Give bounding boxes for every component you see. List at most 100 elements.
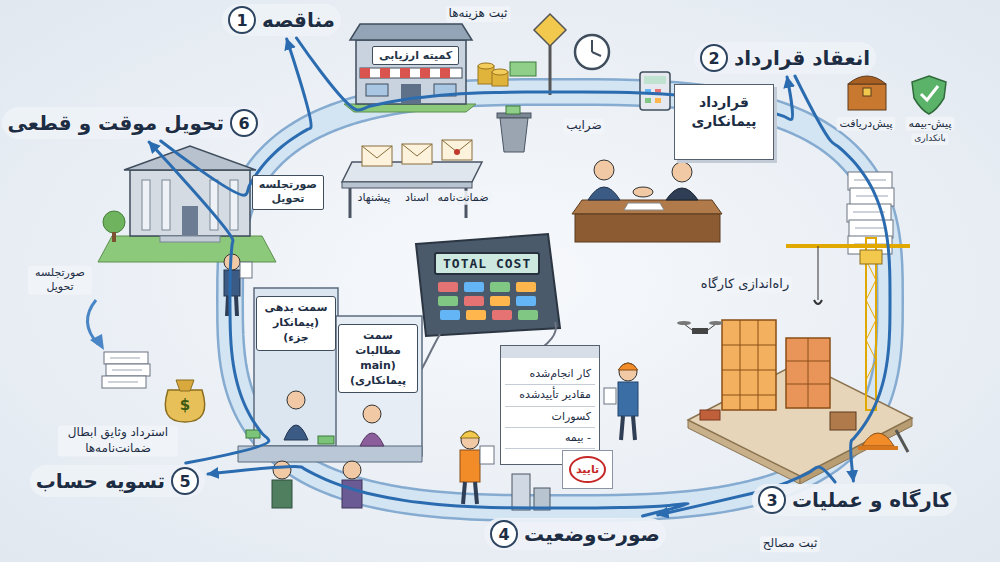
statement-area-part	[480, 446, 494, 464]
delivery-building-part	[162, 180, 170, 230]
flow-arrow	[208, 467, 688, 516]
sheet-row: کار انجام‌شده	[505, 364, 595, 385]
annotation: استرداد وثایق ابطال ضمانت‌نامه‌ها	[58, 425, 178, 456]
closing-items-part	[165, 390, 204, 422]
cost-icons-part	[492, 69, 508, 75]
delivery-building-part	[160, 236, 220, 242]
settlement-counter-part	[287, 391, 305, 409]
sheet-row: - بیمه	[505, 428, 595, 449]
closing-items-part	[110, 358, 140, 359]
construction-site-part	[814, 300, 822, 304]
contract-scene-part	[921, 86, 938, 100]
delivery-building-part	[98, 236, 276, 262]
counter-panel: سمت بدهی (پیمانکار جزء)	[256, 296, 336, 351]
calculator-display: TOTAL COST	[434, 252, 540, 275]
contract-scene-part	[624, 203, 664, 210]
annotation: راه‌اندازی کارگاه	[698, 276, 792, 293]
delivery-building-part	[130, 170, 250, 236]
label-slot: صورتجلسه تحویل	[28, 266, 92, 295]
contract-scene-part	[572, 200, 722, 214]
contract-scene-part	[666, 188, 698, 200]
statement-area-part	[633, 416, 635, 440]
statement-area-part	[621, 416, 623, 440]
bid-table-part	[349, 188, 352, 218]
contract-scene	[572, 76, 946, 254]
delivery-building-part	[236, 296, 237, 316]
contract-scene-part	[855, 228, 887, 229]
bid-table	[342, 140, 482, 218]
construction-site-part	[896, 430, 908, 452]
closing-items-part	[112, 370, 142, 371]
contract-scene-part	[848, 84, 886, 110]
construction-site	[677, 238, 912, 484]
statement-area-part	[512, 474, 530, 510]
construction-site-part	[862, 433, 894, 446]
annotation: بانکداری	[911, 133, 948, 145]
step-title: تحویل موقت و قطعی	[8, 111, 224, 135]
delivery-building	[98, 146, 276, 316]
contract-scene-part	[633, 187, 653, 197]
sign-text: کمیته ارزیابی	[379, 49, 452, 62]
step-number: 4	[490, 520, 518, 548]
construction-site-part	[700, 410, 720, 420]
statement-area-part	[461, 431, 479, 449]
delivery-building-part	[224, 270, 240, 296]
statement-area-part	[460, 431, 480, 438]
closing-items-part	[90, 334, 104, 350]
label-slot: پیشنهاد	[355, 191, 394, 205]
cost-icons-part	[500, 118, 528, 152]
annotation: پیش-بیمه	[905, 117, 954, 131]
bid-table-part	[402, 144, 432, 156]
annotation: صورتجلسه تحویل	[28, 266, 92, 295]
delivery-building-part	[230, 180, 238, 230]
construction-site-part	[866, 280, 876, 300]
settlement-counter-part	[343, 461, 361, 479]
step-marker: 2انعقاد قرارداد	[694, 42, 876, 74]
calculator-part	[516, 296, 536, 306]
closing-items-part	[104, 352, 148, 364]
cost-icons-part	[645, 98, 651, 103]
counter-panel: سمت مطالبات (main پیمانکاری)	[338, 324, 418, 393]
sheet-row: کسورات	[505, 407, 595, 428]
label-slot: $	[180, 396, 190, 416]
closing-items-part	[102, 376, 146, 388]
annotation: پیش‌دریافت	[836, 117, 895, 131]
label-slot: اسناد	[402, 191, 432, 205]
contract-scene-part	[854, 180, 886, 181]
step-title: صورت‌وضعیت	[524, 522, 660, 546]
panel-text: سمت مطالبات (main پیمانکاری)	[342, 329, 414, 388]
calculator-part	[464, 296, 484, 306]
settlement-counter-part	[342, 480, 362, 508]
construction-site-part	[722, 370, 776, 371]
label-slot: ضرایب	[563, 118, 604, 134]
tender-building-part	[420, 68, 430, 78]
settlement-counter-part	[273, 461, 291, 479]
step-title: تسویه حساب	[36, 469, 165, 493]
tender-building-part	[380, 68, 390, 78]
annotation: اسناد	[402, 191, 432, 205]
contract-document: قرارداد پیمانکاری	[674, 84, 774, 160]
step-number: 2	[700, 44, 728, 72]
step-title: کارگاه و عملیات	[792, 488, 951, 512]
label-slot: ثبت هزینه‌ها	[446, 6, 511, 22]
step-marker: 4صورت‌وضعیت	[484, 518, 666, 550]
contract-scene-part	[588, 187, 620, 200]
settlement-counter-part	[360, 433, 384, 446]
statement-area-part	[618, 363, 638, 370]
construction-site-part	[866, 340, 876, 360]
construction-site-part	[740, 320, 741, 410]
cost-icons-part	[510, 62, 536, 76]
sheet-row: مقادیر تأییدشده	[505, 385, 595, 406]
settlement-counter-part	[318, 436, 334, 444]
construction-site-part	[808, 338, 809, 408]
bid-table-part	[454, 149, 460, 155]
statement-area-part	[619, 363, 637, 381]
display-text: TOTAL COST	[443, 256, 531, 271]
construction-site-part	[677, 321, 691, 325]
closing-items-part	[106, 364, 150, 376]
calculator-part	[516, 282, 536, 292]
calculator-part	[490, 296, 510, 306]
construction-site-part	[709, 321, 723, 325]
settlement-counter	[238, 288, 422, 508]
